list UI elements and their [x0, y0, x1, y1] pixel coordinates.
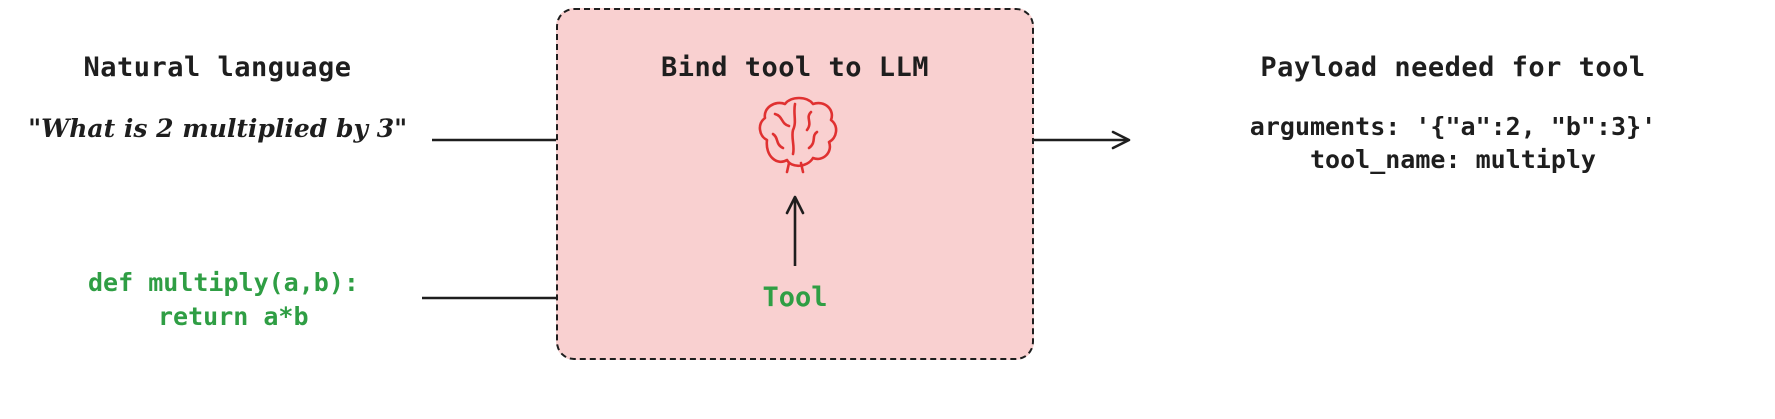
brain-icon	[758, 96, 838, 174]
arrow-tool-to-llm	[785, 195, 805, 266]
payload-toolname-line: tool_name: multiply	[1310, 145, 1596, 174]
payload-arguments-line: arguments: '{"a":2, "b":3}'	[1249, 112, 1657, 141]
natural-language-heading: Natural language	[83, 52, 352, 83]
tool-code-block: def multiply(a,b): return a*b	[88, 266, 359, 334]
bind-tool-heading: Bind tool to LLM	[660, 52, 930, 83]
natural-language-quote: "What is 2 multiplied by 3"	[28, 114, 408, 143]
code-line-return: return a*b	[158, 302, 309, 331]
bind-tool-box: Bind tool to LLM Tool	[556, 8, 1034, 360]
tool-label: Tool	[762, 282, 828, 313]
code-line-def: def multiply(a,b):	[88, 268, 359, 297]
payload-text: arguments: '{"a":2, "b":3}' tool_name: m…	[1138, 110, 1768, 176]
payload-heading: Payload needed for tool	[1260, 52, 1646, 83]
